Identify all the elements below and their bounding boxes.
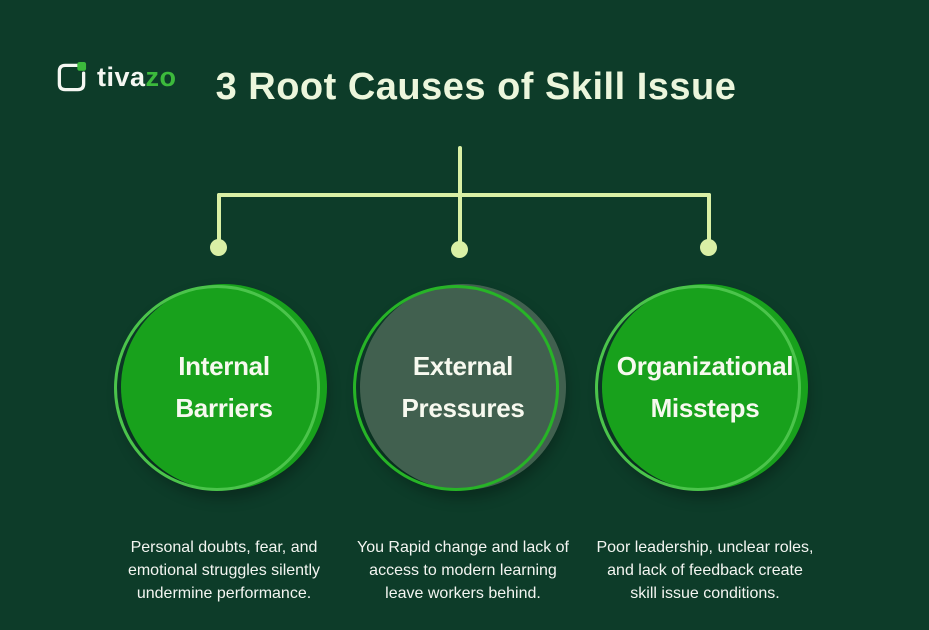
cause-label-line: Barriers — [175, 393, 273, 423]
cause-label-line: Pressures — [401, 393, 525, 423]
connector-left-dot — [210, 239, 227, 256]
description-line: Personal doubts, fear, and — [130, 539, 318, 556]
logo-text-accent: zo — [145, 61, 177, 92]
connector-right-drop-line — [707, 193, 711, 241]
description-line: leave workers behind. — [385, 585, 541, 602]
description-line: emotional struggles silently — [127, 562, 321, 579]
connector-horizontal-line — [217, 193, 711, 197]
logo-text-primary: tiva — [97, 61, 146, 92]
connector-center-dot — [451, 241, 468, 258]
cause-description-organizational-missteps: Poor leadership, unclear roles, and lack… — [575, 536, 835, 605]
cause-circle-fill: External Pressures — [360, 284, 566, 490]
cause-circle-internal-barriers: Internal Barriers — [114, 284, 327, 491]
cause-label-line: Missteps — [650, 393, 760, 423]
cause-description-internal-barriers: Personal doubts, fear, and emotional str… — [94, 536, 354, 605]
logo-text: tivazo — [97, 61, 177, 92]
cause-circle-external-pressures: External Pressures — [353, 284, 566, 491]
description-line: access to modern learning — [369, 562, 557, 579]
page-title: 3 Root Causes of Skill Issue — [215, 66, 737, 108]
cause-circle-fill: Internal Barriers — [121, 284, 327, 490]
description-line: You Rapid change and lack of — [356, 539, 569, 556]
description-line: undermine performance. — [136, 585, 312, 602]
cause-circle-organizational-missteps: Organizational Missteps — [595, 284, 808, 491]
cause-label-line: Internal — [178, 351, 270, 381]
description-line: and lack of feedback create — [607, 562, 803, 579]
description-line: Poor leadership, unclear roles, — [596, 539, 814, 556]
cause-circle-fill: Organizational Missteps — [602, 284, 808, 490]
description-line: skill issue conditions. — [630, 585, 780, 602]
connector-right-dot — [700, 239, 717, 256]
cause-label-line: Organizational — [616, 351, 794, 381]
cause-description-external-pressures: You Rapid change and lack of access to m… — [333, 536, 593, 605]
cause-label-line: External — [412, 351, 514, 381]
logo: tivazo — [55, 59, 177, 95]
tivazo-frame-icon — [57, 61, 87, 91]
connector-left-drop-line — [217, 193, 221, 241]
